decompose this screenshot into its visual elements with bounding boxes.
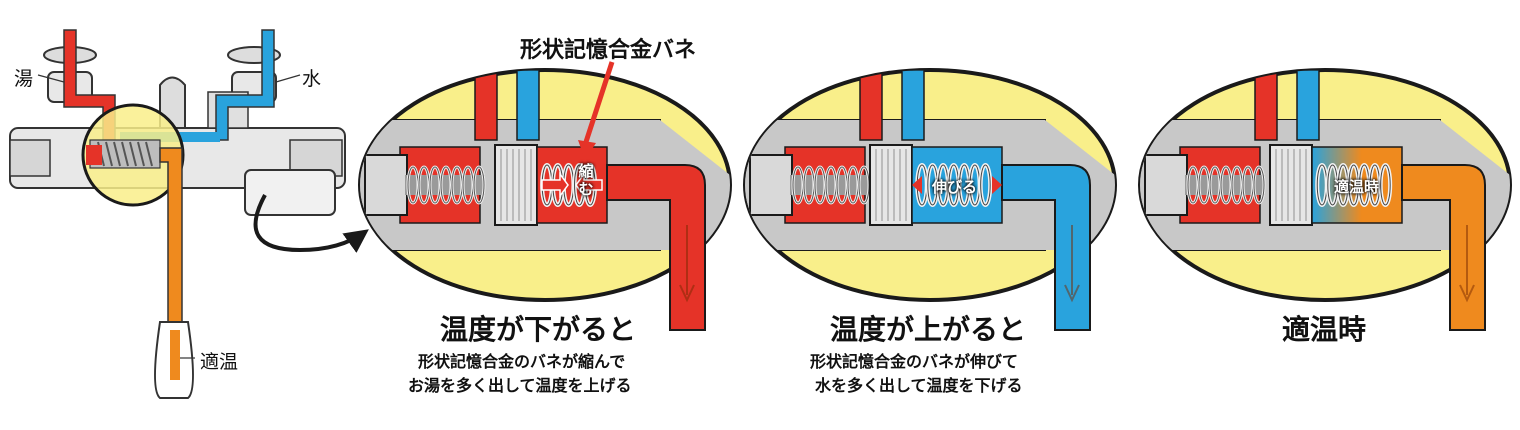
cold-label: 水	[302, 68, 322, 90]
sma-spring	[1315, 163, 1393, 207]
outlet-pipe	[1401, 164, 1486, 331]
bias-spring	[790, 165, 871, 205]
bias-spring	[405, 165, 486, 205]
zoom-arrow	[253, 194, 369, 253]
bias-spring	[1185, 165, 1266, 205]
panel-3-title: 適温時	[1282, 313, 1367, 346]
mixed-label: 適温	[200, 351, 239, 373]
panel-2-title: 温度が上がると	[830, 313, 1027, 346]
outlet-pipe	[606, 164, 706, 331]
panel-2-desc-line1: 形状記憶合金のバネが伸びて	[810, 352, 1019, 371]
panel-1-badge-line2: む	[578, 180, 594, 198]
panels-group	[358, 68, 1512, 331]
panel-1-badge: 縮 む	[570, 162, 602, 198]
panel-2-desc-line2: 水を多く出して温度を下げる	[815, 376, 1023, 395]
panel-1-title: 温度が下がると	[440, 313, 637, 346]
panel-1-desc-line2: お湯を多く出して温度を上げる	[408, 376, 632, 395]
hot-label: 湯	[14, 68, 34, 90]
panel-1-desc-line1: 形状記憶合金のバネが縮んで	[418, 352, 626, 371]
panel-1-badge-line1: 縮	[578, 162, 594, 180]
panel-2-badge: 伸びる	[932, 178, 978, 196]
panel-3-badge: 適温時	[1334, 178, 1380, 196]
spring-label: 形状記憶合金バネ	[520, 38, 697, 63]
outlet-pipe	[1001, 164, 1091, 331]
cold-pipe	[215, 29, 275, 141]
faucet-illustration	[9, 29, 369, 399]
spring-label-arrow	[582, 61, 615, 146]
valve-panel-3	[1138, 68, 1512, 302]
